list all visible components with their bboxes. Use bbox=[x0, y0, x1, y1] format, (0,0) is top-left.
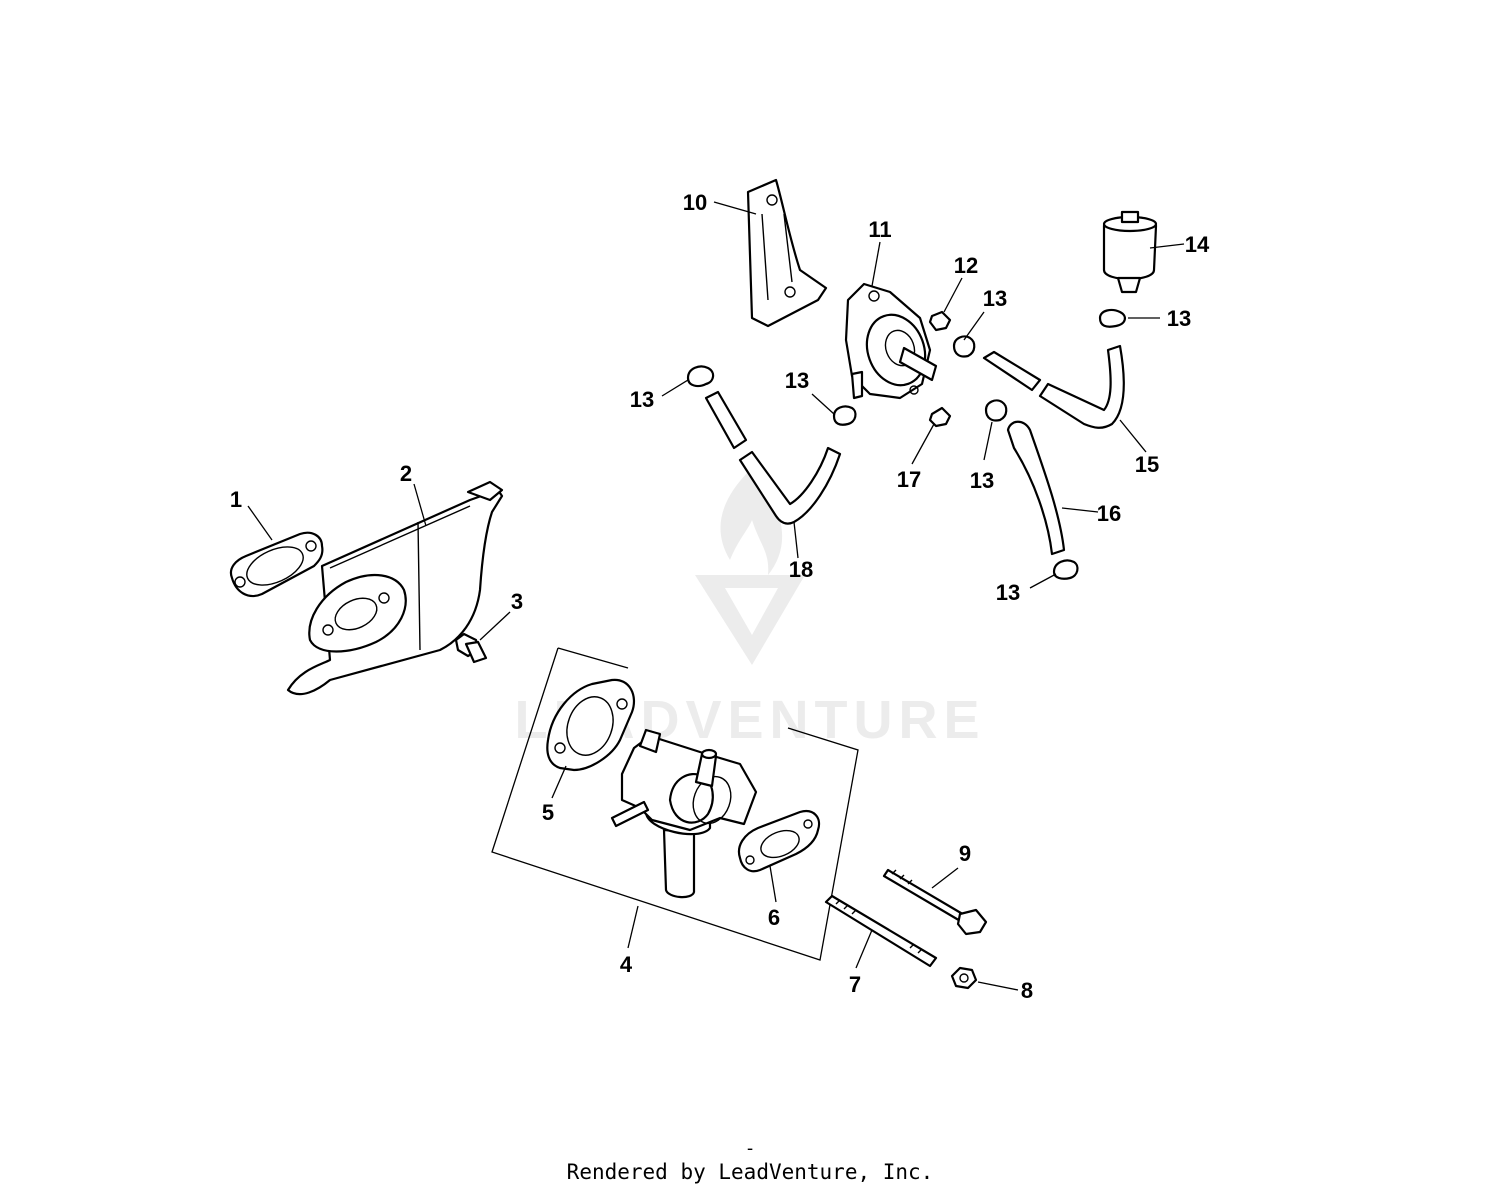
callout-17: 17 bbox=[897, 467, 921, 492]
callout-15: 15 bbox=[1135, 452, 1159, 477]
part-bolt-3 bbox=[454, 632, 488, 664]
v-logo-icon bbox=[695, 575, 805, 665]
callout-13-clamp-filter: 13 bbox=[1167, 306, 1191, 331]
part-nut-8 bbox=[950, 966, 978, 990]
part-carburetor bbox=[610, 728, 758, 899]
part-gasket-1 bbox=[229, 531, 324, 598]
callout-8: 8 bbox=[1021, 978, 1033, 1003]
callout-13-clamp-left: 13 bbox=[630, 387, 654, 412]
callout-12: 12 bbox=[954, 253, 978, 278]
part-stud-7 bbox=[824, 894, 938, 968]
carburetor-kit-frame bbox=[491, 647, 859, 961]
callout-14: 14 bbox=[1185, 232, 1210, 257]
callout-5: 5 bbox=[542, 800, 554, 825]
part-screw-12 bbox=[928, 310, 952, 332]
part-gasket-6 bbox=[737, 810, 821, 873]
part-intake-shield-2 bbox=[286, 480, 504, 696]
callout-13-clamp-pump-outlet: 13 bbox=[983, 286, 1007, 311]
part-gasket-5 bbox=[546, 678, 636, 772]
leader-lines bbox=[247, 201, 1185, 991]
callout-6: 6 bbox=[768, 905, 780, 930]
footer-credit: Rendered by LeadVenture, Inc. bbox=[566, 1160, 934, 1184]
callout-10: 10 bbox=[683, 190, 707, 215]
callout-16: 16 bbox=[1097, 501, 1121, 526]
part-fuel-pump-11 bbox=[844, 282, 938, 400]
part-fuel-filter-14 bbox=[1102, 210, 1158, 294]
part-bolt-9 bbox=[882, 868, 988, 936]
footer-separator: - bbox=[744, 1138, 756, 1159]
callout-labels: 1 2 3 4 5 6 7 8 9 10 11 12 13 13 13 13 1… bbox=[230, 190, 1210, 1003]
callout-1: 1 bbox=[230, 487, 242, 512]
callout-3: 3 bbox=[511, 589, 523, 614]
callout-7: 7 bbox=[849, 972, 861, 997]
callout-4: 4 bbox=[620, 952, 633, 977]
callout-13-clamp-mid: 13 bbox=[970, 468, 994, 493]
callout-13-clamp-bottom: 13 bbox=[996, 580, 1020, 605]
callout-2: 2 bbox=[400, 461, 412, 486]
callout-13-clamp-pump-inlet: 13 bbox=[785, 368, 809, 393]
part-bracket-10 bbox=[746, 178, 828, 328]
part-hose-16 bbox=[1006, 420, 1066, 556]
callout-18: 18 bbox=[789, 557, 813, 582]
part-clamps-13 bbox=[686, 308, 1126, 580]
callout-9: 9 bbox=[959, 841, 971, 866]
callout-11: 11 bbox=[868, 217, 891, 242]
part-hose-15 bbox=[982, 344, 1125, 429]
part-hose-18 bbox=[704, 390, 842, 525]
part-screw-17 bbox=[928, 406, 952, 428]
